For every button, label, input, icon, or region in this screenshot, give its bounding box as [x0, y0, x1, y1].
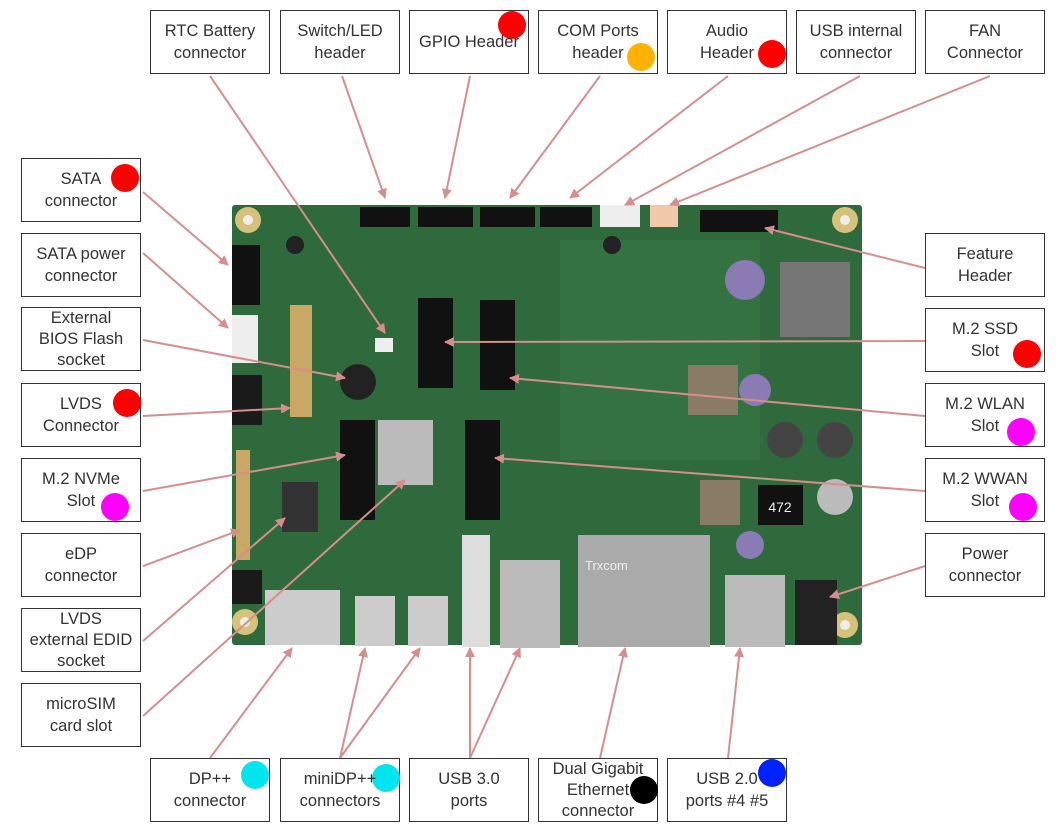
label-m2-ssd: M.2 SSD Slot — [925, 308, 1045, 372]
black-dot-marker — [630, 776, 658, 804]
label-usb-internal: USB internal connector — [796, 10, 916, 74]
label-audio: Audio Header — [667, 10, 787, 74]
magenta-dot-marker — [101, 493, 129, 521]
red-dot-marker — [758, 40, 786, 68]
orange-dot-marker — [627, 43, 655, 71]
cyan-dot-marker — [372, 764, 400, 792]
magenta-dot-marker — [1009, 493, 1037, 521]
label-microsim: microSIM card slot — [21, 683, 141, 747]
leader-lines — [142, 75, 991, 759]
label-rtc-battery: RTC Battery connector — [150, 10, 270, 74]
label-text: Feature Header — [956, 245, 1014, 285]
magenta-dot-marker — [1007, 418, 1035, 446]
label-lvds: LVDS Connector — [21, 383, 141, 447]
label-usb3: USB 3.0 ports — [409, 758, 529, 822]
label-text: External BIOS Flash socket — [38, 308, 124, 369]
label-gigabit-ethernet: Dual Gigabit Ethernet connector — [538, 758, 658, 822]
label-text: Audio Header — [699, 22, 755, 62]
label-text: LVDS Connector — [42, 395, 120, 435]
label-text: Power connector — [948, 545, 1022, 585]
label-text: M.2 NVMe Slot — [42, 470, 120, 510]
label-text: GPIO Header — [419, 33, 519, 51]
label-sata-power: SATA power connector — [21, 233, 141, 297]
label-text: DP++ connector — [173, 770, 247, 810]
label-edp: eDP connector — [21, 533, 141, 597]
label-usb2: USB 2.0 ports #4 #5 — [667, 758, 787, 822]
label-text: SATA connector — [44, 170, 118, 210]
board: 472 Trxcom — [232, 205, 862, 648]
label-text: FAN Connector — [946, 22, 1024, 62]
label-m2-wlan: M.2 WLAN Slot — [925, 383, 1045, 447]
label-text: RTC Battery connector — [164, 22, 256, 62]
label-text: USB 2.0 ports #4 #5 — [685, 770, 769, 810]
label-text: SATA power connector — [36, 245, 126, 285]
label-minidp: miniDP++ connectors — [280, 758, 400, 822]
ethernet-brand-marking: Trxcom — [585, 558, 628, 573]
label-sata: SATA connector — [21, 158, 141, 222]
label-text: Dual Gigabit Ethernet connector — [552, 759, 644, 820]
label-text: eDP connector — [44, 545, 118, 585]
label-text: miniDP++ connectors — [299, 770, 381, 810]
label-text: USB 3.0 ports — [438, 770, 500, 810]
label-com-ports: COM Ports header — [538, 10, 658, 74]
red-dot-marker — [111, 164, 139, 192]
label-lvds-edid: LVDS external EDID socket — [21, 608, 141, 672]
cyan-dot-marker — [241, 761, 269, 789]
label-switch-led: Switch/LED header — [280, 10, 400, 74]
red-dot-marker — [1013, 340, 1041, 368]
red-dot-marker — [498, 11, 526, 39]
label-bios-flash: External BIOS Flash socket — [21, 307, 141, 371]
red-dot-marker — [113, 389, 141, 417]
label-text: COM Ports header — [557, 22, 639, 62]
inductor-marking: 472 — [768, 499, 792, 515]
label-gpio: GPIO Header — [409, 10, 529, 74]
label-text: LVDS external EDID socket — [29, 609, 133, 670]
label-fan: FAN Connector — [925, 10, 1045, 74]
label-text: M.2 WLAN Slot — [945, 395, 1025, 435]
label-feature-header: Feature Header — [925, 233, 1045, 297]
label-power: Power connector — [925, 533, 1045, 597]
label-m2-wwan: M.2 WWAN Slot — [925, 458, 1045, 522]
label-text: M.2 WWAN Slot — [942, 470, 1028, 510]
label-m2-nvme: M.2 NVMe Slot — [21, 458, 141, 522]
label-text: Switch/LED header — [297, 22, 383, 62]
label-text: microSIM card slot — [46, 695, 116, 735]
label-dp: DP++ connector — [150, 758, 270, 822]
label-text: USB internal connector — [809, 22, 903, 62]
label-text: M.2 SSD Slot — [951, 320, 1019, 360]
blue-dot-marker — [758, 759, 786, 787]
